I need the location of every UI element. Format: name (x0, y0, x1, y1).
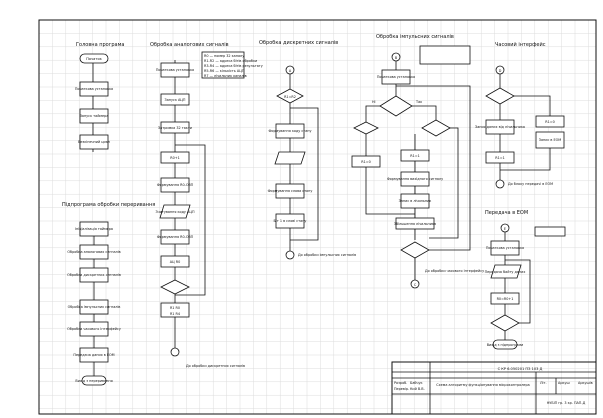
pulse-block-label: R1=1 (410, 154, 420, 158)
analog-block-label: Затримка 32 такти (158, 126, 192, 130)
stamp-name: Кий В.В. (410, 387, 425, 391)
analog-note: R1-R2 — адреса бітів обробки (204, 59, 257, 63)
discrete-block-label: Біт 1 в слові стану (274, 219, 307, 223)
analog-note: R0 — номер 32 каналу (204, 54, 244, 58)
stamp-sheet: Аркуш (558, 381, 570, 385)
sub-block-label: Обробка аналогових сигналів (67, 250, 120, 254)
sub-block-label: Обробка часового інтерфейсу (67, 327, 121, 331)
analog-block-label: АЦ R0 (170, 260, 181, 264)
decision-no: Ні (372, 100, 376, 104)
analog-block-label: Формування R0-ОЗП (157, 183, 194, 187)
stamp-lit: Літ. (540, 381, 547, 385)
title-discrete: Обробка дискретних сигналів (259, 40, 338, 46)
title-analog: Обробка аналогових сигналів (150, 42, 229, 48)
transfer-block-label: Початкова установка (486, 246, 524, 250)
analog-block-label: Формування R0-ОЗП (157, 235, 194, 239)
interrupt-block-label: R1=0 (545, 120, 555, 124)
connector-label: C (414, 283, 417, 287)
analog-block-label: R1 R4 (170, 312, 180, 316)
transfer-block-label: Передача байту даних (485, 270, 526, 274)
analog-block-label: R0+1 (170, 156, 180, 160)
interrupt-column: D Запис даних від лічильника R1=0 Запис … (475, 65, 565, 189)
sub-block-label: Обробка дискретних сигналів (67, 273, 121, 277)
pulse-block-label: Збільшення лічильника (394, 222, 436, 226)
analog-column: Початкова установка Запуск АЦП Затримка … (155, 51, 263, 368)
pulse-block-label: Запис в лічильник (399, 199, 432, 203)
interrupt-block-label: Запис в ЕОМ (539, 138, 562, 142)
grid-background (38, 19, 596, 414)
title-main: Головна програма (76, 42, 124, 48)
main-program: Початок Початкова установка Запуск тайме… (75, 53, 113, 152)
doc-title: Схема алгоритму функціонування мікроконт… (436, 383, 529, 387)
analog-block-label: R1 R0 (170, 306, 180, 310)
discrete-block-label: Формування слова стану (268, 189, 313, 193)
analog-note: R7 — лічильник каналів (204, 74, 247, 78)
stamp-role: Розроб. (394, 381, 407, 385)
analog-note: R5-R6 — кількість АЦП (204, 69, 245, 73)
analog-block-label: Запуск АЦП (165, 98, 186, 102)
interrupt-block-label: Запис даних від лічильника (475, 125, 525, 129)
stamp-name: Бабчук (410, 381, 423, 385)
main-block-label: Запуск таймера (80, 114, 109, 118)
decision-yes: Так (415, 100, 422, 104)
stamp-role: Перевір. (394, 387, 409, 391)
connector-label: D (499, 69, 502, 73)
discrete-column: A R1=R2 Формування коду стану Формування… (268, 65, 356, 260)
transfer-column: E Початкова установка Передача байту дан… (485, 223, 566, 350)
sub-block-label: Ініціалізація таймера (75, 227, 113, 231)
connector-label: B (395, 56, 398, 60)
transfer-block-label: R0=R0+1 (497, 297, 514, 301)
analog-exit-label: До обробки дискретних сигналів (186, 364, 245, 368)
connector-label: A (289, 69, 292, 73)
analog-block-label: Початкова установка (156, 68, 194, 72)
sub-block-label: Вихід з переривання (75, 379, 112, 383)
title-block: С КР 6.050201 ПЗ 103 Д Схема алгоритму ф… (391, 361, 597, 415)
stamp-sheets: Аркушів (578, 381, 593, 385)
main-block-label: Початок (86, 57, 103, 61)
pulse-block-label: Початкова установка (377, 75, 415, 79)
main-block-label: Початкова установка (75, 87, 113, 91)
interrupt-subroutine: Ініціалізація таймера Обробка аналогових… (67, 221, 121, 386)
title-transfer: Передача в ЕОМ (485, 210, 528, 216)
interrupt-block-label: R1=1 (495, 156, 505, 160)
sub-block-label: Передача даних в ЕОМ (73, 353, 114, 357)
pulse-block-label: R1=0 (361, 160, 371, 164)
title-pulse: Обробка імпульсних сигналів (376, 34, 454, 40)
transfer-block-label: Вихід з підпрограми (487, 343, 524, 347)
analog-note: R3-R4 — адреса бітів результату (204, 64, 263, 68)
connector-label: E (504, 227, 506, 231)
interrupt-exit-label: До блоку передачі в ЕОМ (508, 182, 553, 186)
stamp-org: НУБіП гр. 3 кр. ПАП-Д (547, 401, 586, 405)
pulse-exit-label: До обробки часового інтерфейсу (425, 269, 484, 273)
sub-block-label: Обробка імпульсних сигналів (68, 305, 121, 309)
discrete-exit-label: До обробки імпульсних сигналів (298, 253, 356, 257)
analog-block-label: Зчитування коду АЦП (155, 210, 194, 214)
main-block-label: Безкінечний цикл (78, 140, 110, 144)
doc-code: С КР 6.050201 ПЗ 103 Д (498, 367, 543, 371)
discrete-block-label: R1=R2 (284, 95, 296, 99)
outer-frame (38, 19, 597, 415)
pulse-block-label: Формування вихідного сигналу (387, 177, 443, 181)
title-interrupt: Часовий інтерфейс (495, 41, 546, 48)
pulse-column: B Початкова установка Так Ні R1=0 R1=1 Ф… (351, 45, 484, 289)
discrete-block-label: Формування коду стану (268, 129, 311, 133)
start-terminal (79, 53, 109, 64)
title-sub: Підпрограма обробки переривання (62, 202, 155, 208)
